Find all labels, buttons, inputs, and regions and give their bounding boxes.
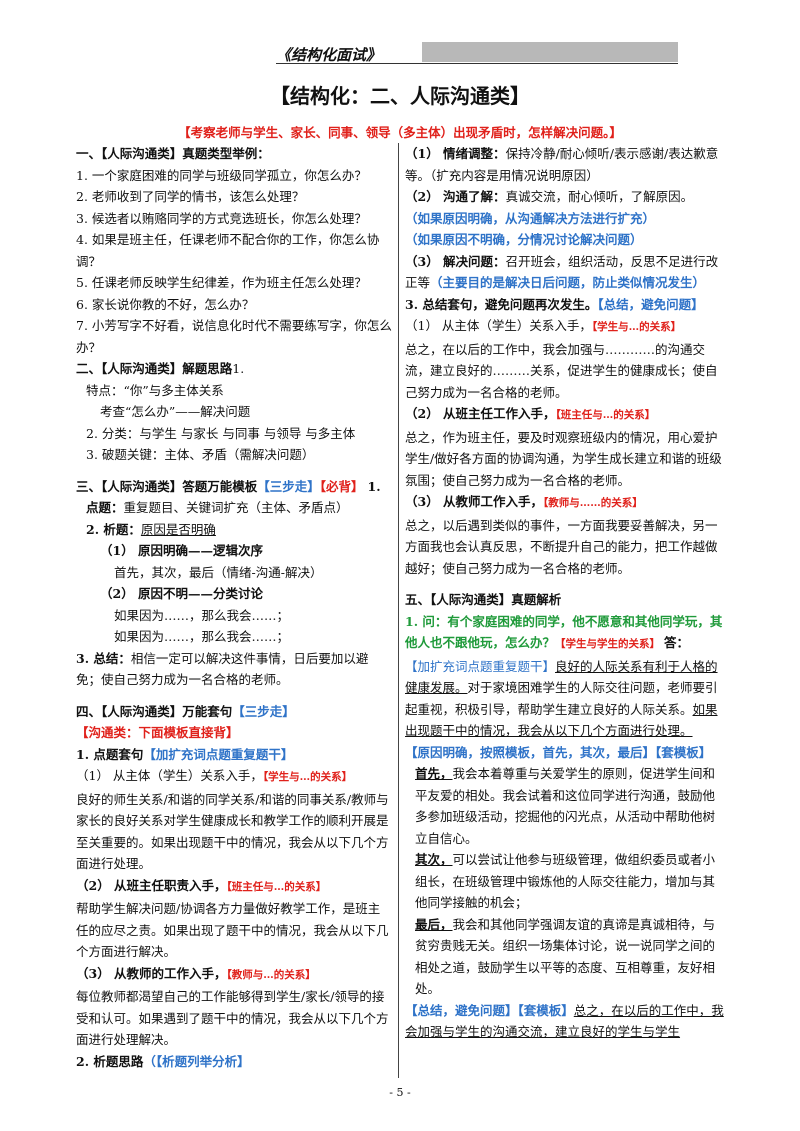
s2-line: 特点：“你”与多主体关系 (86, 382, 224, 398)
left-column: 一、【人际沟通类】真题类型举例： 1. 一个家庭困难的同学与班级同学孤立，你怎么… (76, 143, 392, 1072)
r2-note: （如果原因不明确，分情况讨论解决问题） (405, 232, 643, 247)
s5-second-label: 其次， (415, 852, 453, 867)
s5-c-u2: 建立良好的学生与学生 (555, 1024, 681, 1039)
s3-case-a: （1） 原因明确——逻辑次序 (100, 543, 264, 558)
r4-tag: 【总结，避免问题】 (597, 296, 704, 312)
s4-a-body: 良好的师生关系/和谐的同学关系/和谐的同事关系/教师与家长的良好关系对学生健康成… (76, 791, 389, 872)
page-title: 【结构化：二、人际沟通类】 (270, 84, 530, 108)
s3-case-a-line: 首先，其次，最后（情绪-沟通-解决） (114, 564, 323, 580)
s5-second: 可以尝试让他参与班级管理，做组织委员或者小组长，在班级管理中锻炼他的人际交往能力… (415, 852, 716, 910)
question-item: 2. 老师收到了同学的情书，该怎么处理？ (76, 189, 305, 204)
s3-tag-steps: 【三步走】 (257, 478, 320, 494)
r3-label: （3） 解决问题： (405, 253, 506, 269)
r5-body: 总之，在以后的工作中，我会加强与…………的沟通交流，建立良好的………关系，促进学… (405, 341, 718, 400)
s5-b-tag: 【原因明确，按照模板，首先，其次，最后】【套模板】 (405, 744, 712, 760)
r7-body: 总之，以后遇到类似的事件，一方面我要妥善解决，另一方面我也会认真反思，不断提升自… (405, 517, 718, 576)
s5-last-label: 最后， (415, 916, 453, 932)
s4-a-head: （1） 从主体（学生）关系入手， (76, 768, 263, 783)
s3-p2: 原因是否明确 (140, 521, 216, 537)
s5-question: 1. 问：有个家庭困难的同学，他不愿意和其他同学玩，其他人也不跟他玩，怎么办？ (405, 613, 723, 651)
r3-body: 召开班会，组织活动，反思不足进行改正等 (405, 253, 719, 291)
r1-body: 保持冷静/耐心倾听/表示感谢/表达歉意等。（扩充内容是用情况说明原因） (405, 146, 719, 183)
s3-case-b-line: 如果因为……，那么我会……； (114, 629, 290, 644)
s2-line: 考查“怎么办”——解决问题 (100, 404, 251, 419)
s4-c-head: （3） 从教师的工作入手， (76, 965, 227, 981)
s3-p2-label: 2. 析题： (86, 521, 141, 537)
question-item: 7. 小芳写字不好看，说信息化时代不需要练写字，你怎么办？ (76, 318, 392, 355)
section-1-title: 一、【人际沟通类】真题类型举例： (76, 146, 270, 161)
s5-a-tag: 【加扩充词点题重复题干】 (405, 658, 556, 674)
page-subtitle: 【考察老师与学生、家长、同事、领导（多主体）出现矛盾时，怎样解决问题。】 (178, 125, 622, 140)
s4-1-tag: 【加扩充词点题重复题干】 (143, 746, 294, 762)
s4-2-label: 2. 析题思路 (76, 1053, 144, 1069)
s4-2-tag: （【析题列举分析】 (143, 1053, 250, 1069)
s4-tag: 【三步走】 (232, 703, 295, 719)
s2-line: 2. 分类：与学生 与家长 与同事 与领导 与多主体 (86, 425, 356, 441)
s5-last: 我会和其他同学强调友谊的真谛是真诚相待，与贫穷贵贱无关。组织一场集体讨论，说一说… (415, 916, 716, 997)
r5-tag: 【学生与…的关系】 (591, 321, 682, 333)
section-2-num: 1. (232, 361, 245, 376)
r7-head: （3） 从教师工作入手， (405, 494, 544, 509)
s5-c-tag: 【总结，避免问题】【套模板】 (405, 1002, 574, 1018)
s4-b-body: 帮助学生解决问题/协调各方力量做好教学工作，是班主任的应尽之责。如果出现了题干中… (76, 901, 389, 959)
r2-body: 真诚交流，耐心倾听，了解原因。 (505, 189, 694, 204)
s5-a-body: 对于家境困难学生的人际交往问题，老师要引起重视，积极引导，帮助学生建立良好的人际… (405, 680, 718, 717)
r4-label: 3. 总结套句，避免问题再次发生。 (405, 296, 598, 312)
right-column: （1） 情绪调整：保持冷静/耐心倾听/表示感谢/表达歉意等。（扩充内容是用情况说… (398, 143, 725, 1078)
s5-c-u1: 总之，在以后的工作中，我会加强与学生的沟通交流， (405, 1002, 724, 1040)
s3-num: 1. (367, 478, 381, 494)
s3-p1: 重复题目、关键词扩充（主体、矛盾点） (123, 500, 349, 515)
s5-answer-label: 答： (664, 635, 690, 650)
s4-c-tag: 【教师与…的关系】 (226, 968, 316, 981)
section-5-title: 五、【人际沟通类】真题解析 (405, 592, 562, 607)
r2-note: （如果原因明确，从沟通解决方法进行扩充） (405, 210, 656, 226)
s4-note: 【沟通类：下面模板直接背】 (76, 725, 239, 740)
s4-c-body: 每位教师都渴望自己的工作能够得到学生/家长/领导的接受和认可。如果遇到了题干中的… (76, 989, 389, 1047)
s3-case-b-line: 如果因为……，那么我会……； (114, 607, 290, 623)
r7-tag: 【教师与……的关系】 (543, 497, 643, 509)
section-3-title: 三、【人际沟通类】答题万能模板 (76, 478, 258, 494)
s4-a-tag: 【学生与…的关系】 (262, 771, 353, 783)
r6-tag: 【班主任与…的关系】 (555, 409, 656, 421)
section-4-title: 四、【人际沟通类】万能套句 (76, 703, 233, 719)
s5-question-tag: 【学生与学生的关系】 (555, 638, 661, 650)
s5-first-label: 首先， (415, 766, 453, 781)
s5-a-u1: 良好的人际关系有利于人格的健康发展。 (405, 658, 718, 696)
question-item: 3. 候选者以贿赂同学的方式竞选班长，你怎么处理？ (76, 210, 367, 226)
s5-a-u2: 如果出现题干中的情况，我会从以下几个方面进行处理。 (405, 701, 718, 739)
question-item: 6. 家长说你教的不好，怎么办？ (76, 296, 255, 312)
question-item: 4. 如果是班主任，任课老师不配合你的工作，你怎么协调？ (76, 232, 380, 269)
s2-line: 3. 破题关键：主体、矛盾（需解决问题） (86, 447, 315, 462)
r6-head: （2） 从班主任工作入手， (405, 406, 556, 421)
s4-1-label: 1. 点题套句 (76, 746, 144, 762)
section-2-title: 二、【人际沟通类】解题思路 (76, 361, 233, 376)
s4-b-tag: 【班主任与…的关系】 (226, 880, 327, 893)
r3-note: （主要目的是解决日后问题，防止类似情况发生） (430, 275, 706, 290)
page-number: - 5 - (389, 1086, 411, 1099)
question-item: 1. 一个家庭困难的同学与班级同学孤立，你怎么办？ (76, 167, 367, 183)
s3-case-b: （2） 原因不明——分类讨论 (100, 586, 264, 601)
s3-p3-label: 3. 总结： (76, 650, 131, 666)
s3-p1-label: 点题： (86, 500, 124, 515)
r1-label: （1） 情绪调整： (405, 146, 506, 161)
r6-body: 总之，作为班主任，要及时观察班级内的情况，用心爱护学生/做好各方面的协调沟通，为… (405, 429, 722, 488)
header-bar (422, 42, 678, 62)
s3-tag-memorize: 【必背】 (319, 478, 364, 494)
book-header: 《结构化面试》 (276, 46, 382, 64)
s5-first: 我会本着尊重与关爱学生的原则，促进学生间和平友爱的相处。我会试着和这位同学进行沟… (415, 766, 716, 846)
question-item: 5. 任课老师反映学生纪律差，作为班主任怎么处理？ (76, 275, 367, 290)
header-rule (276, 63, 678, 64)
r5-head: （1） 从主体（学生）关系入手， (405, 318, 592, 333)
r2-label: （2） 沟通了解： (405, 189, 506, 204)
s3-p3: 相信一定可以解决这件事情，日后要加以避免；使自己努力成为一名合格的老师。 (76, 650, 369, 688)
s4-b-head: （2） 从班主任职责入手， (76, 877, 227, 893)
